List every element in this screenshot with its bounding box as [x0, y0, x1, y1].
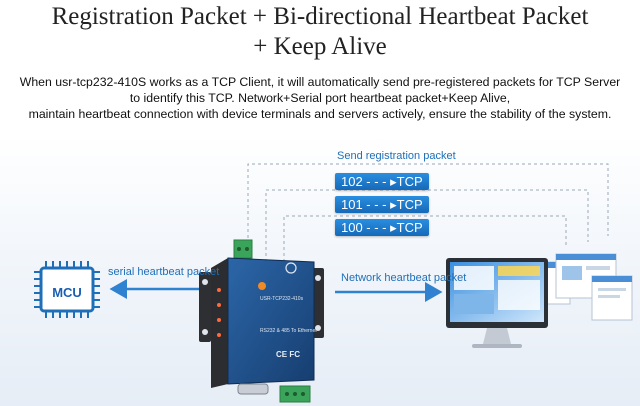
- packet-102-badge: 102 - - - ▸TCP: [335, 173, 429, 190]
- mcu-chip-icon: [34, 261, 100, 318]
- mcu-label: MCU: [52, 285, 82, 300]
- serial-heartbeat-label: serial heartbeat packet: [108, 266, 220, 278]
- device-subtitle-label: RS232 & 485 To Ethernet: [260, 328, 317, 334]
- serial-server-device: [199, 239, 324, 403]
- power-icon: [285, 262, 297, 274]
- device-model-label: USR-TCP232-410s: [260, 296, 304, 302]
- description-line-3: maintain heartbeat connection with devic…: [28, 107, 612, 121]
- device-logo-icon: [258, 282, 266, 290]
- page-title: Registration Packet + Bi-directional Hea…: [0, 2, 640, 62]
- title-line-1: Registration Packet + Bi-directional Hea…: [51, 3, 589, 30]
- left-mounting-ear: [199, 272, 211, 342]
- monitor-stand: [483, 328, 511, 344]
- title-line-2: + Keep Alive: [253, 33, 387, 60]
- description-line-1: When usr-tcp232-410S works as a TCP Clie…: [19, 75, 621, 89]
- dashed-line-inner: [283, 215, 567, 268]
- description: When usr-tcp232-410S works as a TCP Clie…: [0, 74, 640, 122]
- device-cert-label: CE FC: [276, 350, 300, 359]
- db9-port: [237, 383, 269, 395]
- top-terminal-block: [233, 239, 253, 259]
- description-line-2: to identify this TCP. Network+Serial por…: [129, 91, 511, 105]
- device-front-panel: [227, 257, 315, 385]
- registration-packet-label: Send registration packet: [337, 150, 456, 162]
- registration-dashed-lines: [247, 163, 609, 268]
- dashed-line-middle: [265, 189, 589, 268]
- dashed-line-outer: [247, 163, 609, 268]
- right-mounting-ear: [312, 268, 324, 338]
- server-computer-icon: [446, 253, 633, 348]
- packet-101-badge: 101 - - - ▸TCP: [335, 196, 429, 213]
- network-heartbeat-label: Network heartbeat packet: [341, 272, 467, 284]
- packet-100-badge: 100 - - - ▸TCP: [335, 219, 429, 236]
